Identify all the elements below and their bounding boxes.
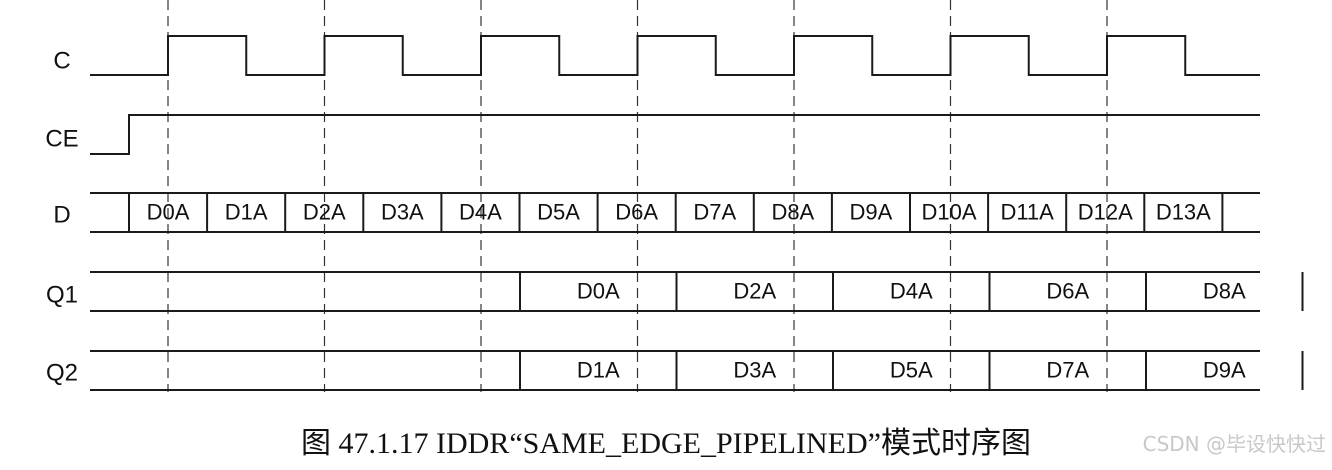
d-cell-9: D9A (850, 199, 893, 224)
d-cell-3: D3A (381, 199, 424, 224)
clock-waveform (90, 35, 1260, 76)
q1-cell-0: D0A (577, 278, 620, 303)
d-cell-5: D5A (537, 199, 580, 224)
q1-cell-3: D6A (1046, 278, 1089, 303)
signal-label-q1: Q1 (46, 281, 78, 308)
ce-waveform (90, 114, 1260, 155)
q2-cell-2: D5A (890, 357, 933, 382)
waveforms: D0A D1A D2A D3A D4A D5A D6A D7A D8A D9A D10A D11A D1… (90, 35, 1304, 391)
d-cell-10: D10A (922, 199, 977, 224)
signal-label-ce: CE (45, 125, 78, 152)
signal-label-c: C (53, 47, 70, 74)
q2-cell-1: D3A (733, 357, 776, 382)
q1-bus: D0AD2AD4AD6AD8AD10A (90, 271, 1304, 312)
d-cell-0: D0A (147, 199, 190, 224)
signal-label-q2: Q2 (46, 359, 78, 386)
d-cell-6: D6A (615, 199, 658, 224)
q1-cell-1: D2A (733, 278, 776, 303)
d-cell-11: D11A (1000, 199, 1054, 224)
watermark: CSDN @毕设快快过 (1142, 432, 1326, 456)
q1-cell-4: D8A (1203, 278, 1246, 303)
q2-cell-0: D1A (577, 357, 620, 382)
d-cell-12: D12A (1078, 199, 1133, 224)
q2-cell-4: D9A (1203, 357, 1246, 382)
d-cell-2: D2A (303, 199, 346, 224)
d-cell-1: D1A (225, 199, 268, 224)
d-cell-4: D4A (459, 199, 502, 224)
figure-caption: 图 47.1.17 IDDR“SAME_EDGE_PIPELINED”模式时序图 (301, 427, 1031, 460)
signal-label-d: D (53, 201, 70, 228)
q1-cell-2: D4A (890, 278, 933, 303)
q2-cell-3: D7A (1046, 357, 1089, 382)
d-cell-13: D13A (1156, 199, 1211, 224)
d-bus: D0A D1A D2A D3A D4A D5A D6A D7A D8A D9A D10A D11A D1… (90, 192, 1260, 233)
q2-bus: D1AD3AD5AD7AD9AD11A (90, 350, 1304, 391)
d-cell-8: D8A (771, 199, 814, 224)
d-cell-7: D7A (693, 199, 736, 224)
